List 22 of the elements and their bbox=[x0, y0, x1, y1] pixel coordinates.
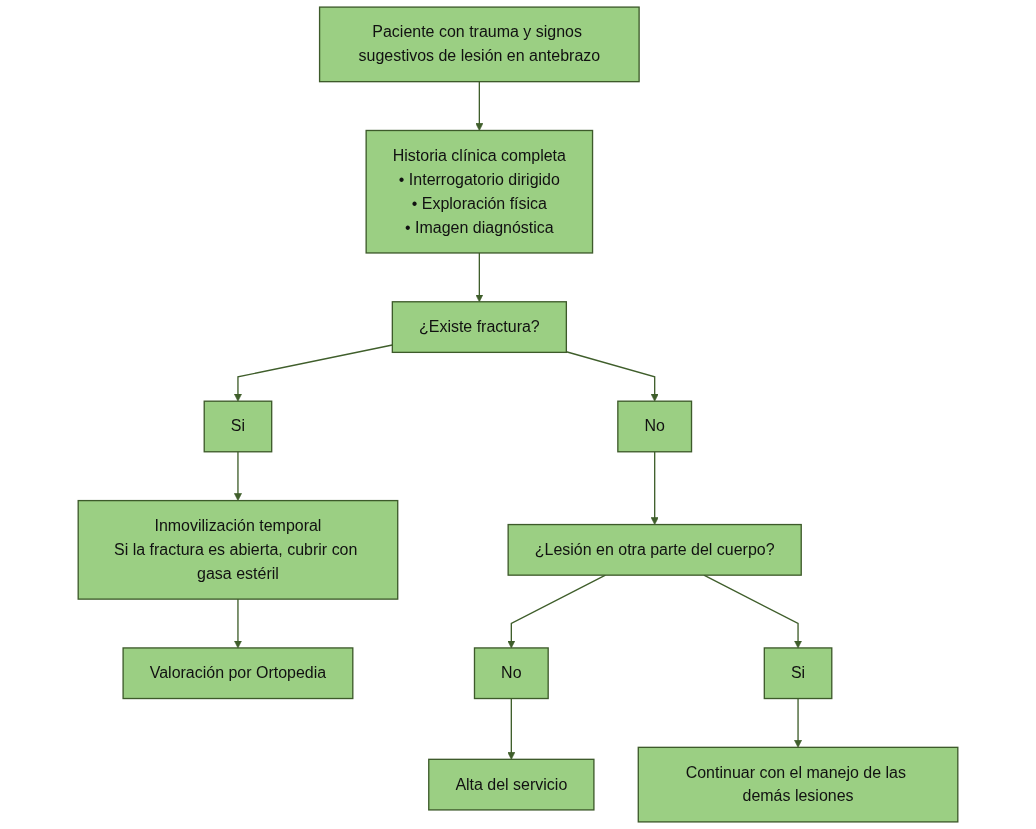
arrow bbox=[794, 697, 802, 748]
node-box: Historia clínica completa • Interrogatorio dirigido • Exploración física • Imagen diagnóstica bbox=[365, 129, 594, 254]
node-box: No bbox=[473, 647, 549, 700]
arrow bbox=[650, 451, 659, 525]
node-box: ¿Lesión en otra parte del cuerpo? bbox=[507, 523, 802, 576]
arrow bbox=[475, 81, 484, 131]
node-box: Paciente con trauma y signos sugestivos de lesión en antebrazo bbox=[318, 6, 640, 83]
arrow bbox=[507, 697, 516, 760]
node-box: Continuar con el manejo de las demás lesiones bbox=[637, 746, 959, 823]
node-box: ¿Existe fractura? bbox=[391, 301, 567, 354]
node-box: Si bbox=[203, 400, 273, 453]
node-box: Inmovilización temporal Si la fractura es abierta, cubrir con gasa estéril bbox=[77, 499, 399, 600]
node-box: Si bbox=[763, 647, 833, 700]
arrow bbox=[234, 344, 393, 402]
arrow bbox=[565, 351, 659, 402]
arrow bbox=[703, 574, 802, 649]
node-box: Valoración por Ortopedia bbox=[122, 647, 354, 700]
arrow bbox=[475, 252, 484, 303]
node-box: Alta del servicio bbox=[428, 758, 595, 811]
arrow bbox=[234, 451, 242, 501]
node-box: No bbox=[617, 400, 693, 453]
arrow bbox=[234, 598, 242, 649]
